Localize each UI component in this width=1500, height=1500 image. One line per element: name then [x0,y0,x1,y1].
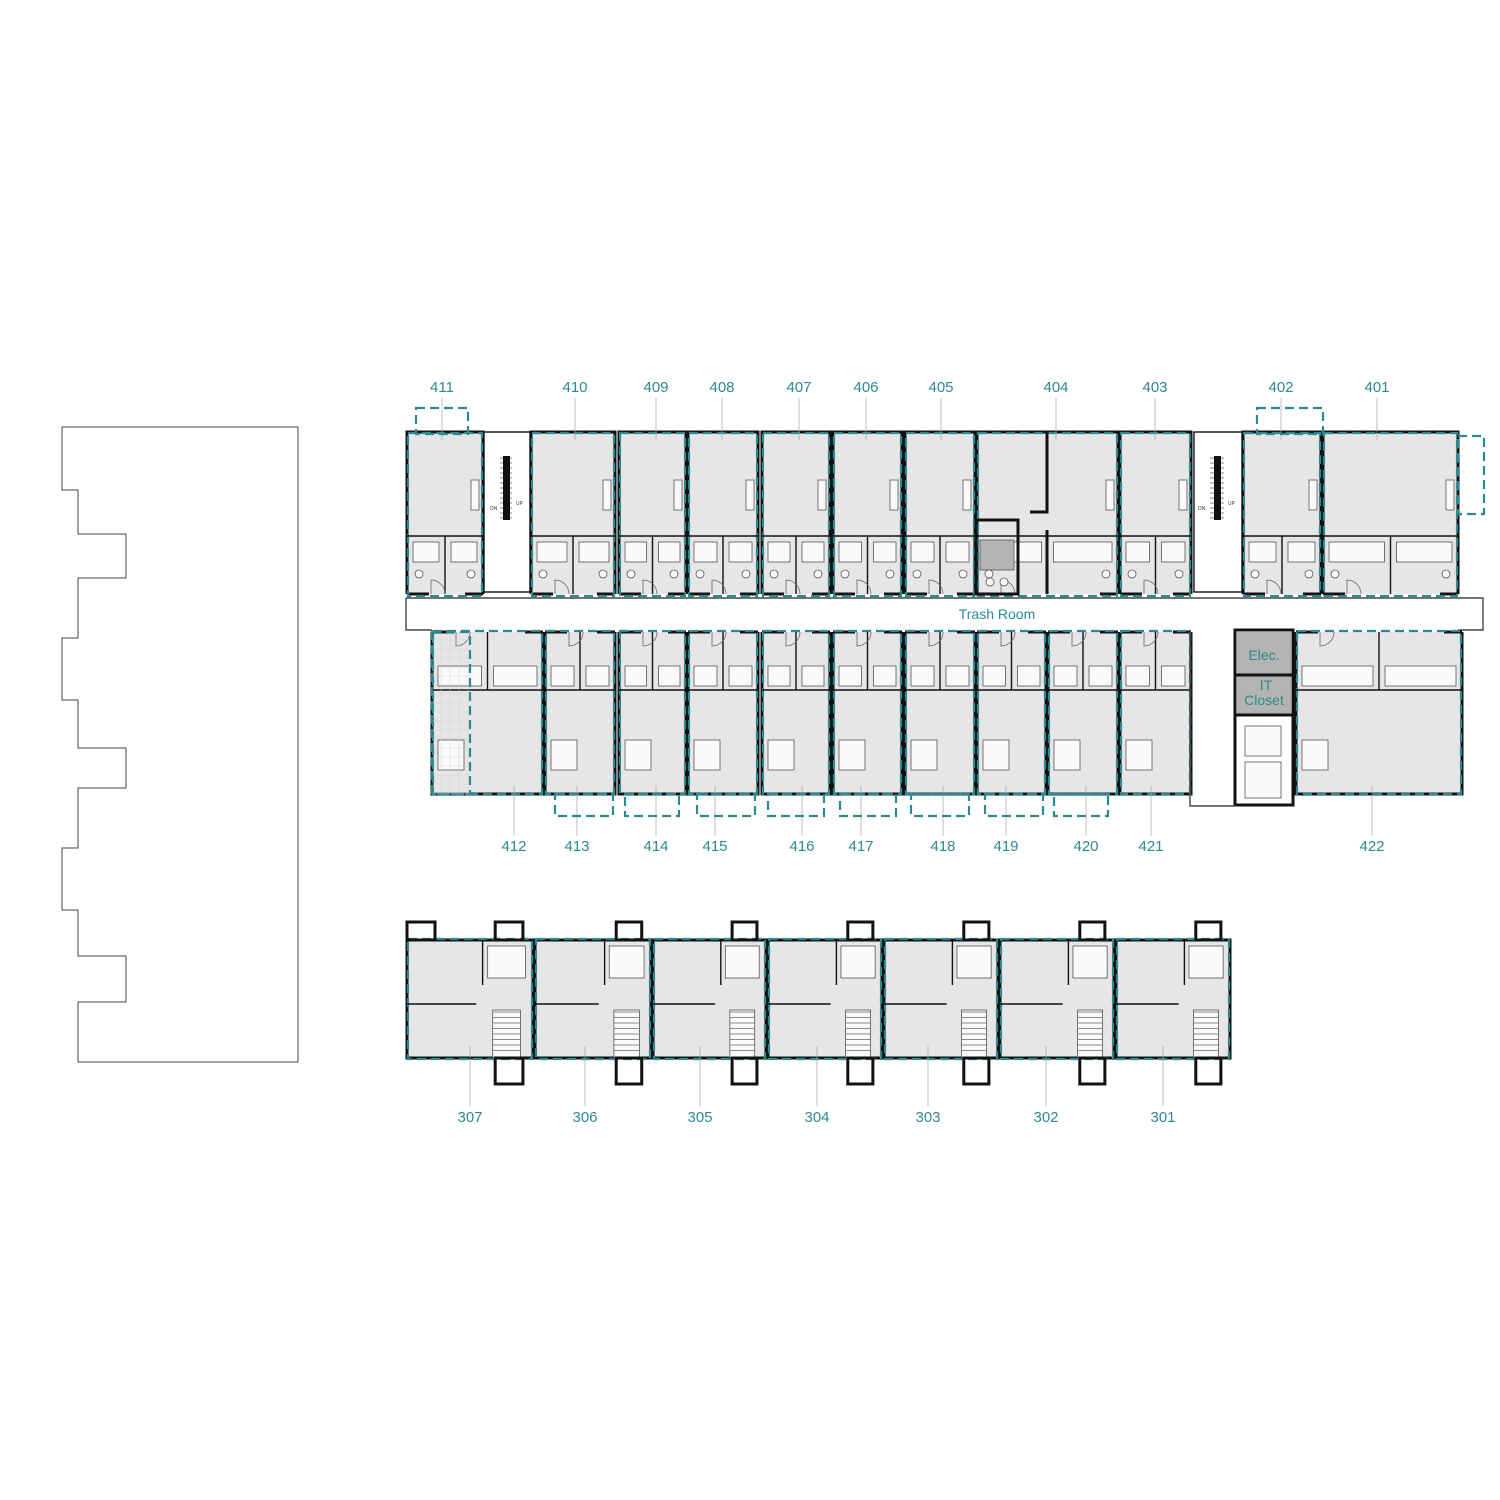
stair-dn-label: DN [490,506,498,512]
bottom-unit-row: 307 306 305 304 303 302 301 [405,920,1232,1126]
unit-416 [760,629,832,796]
unit-407 [760,430,832,598]
top-unit-403-label: 403 [1142,379,1167,396]
middle-unit-row: 412 413 414 415 416 417 418 419 420 421 422 [430,629,1464,855]
unit-418 [903,629,977,796]
balcony-mid-7 [1052,792,1110,818]
balcony-mid-3 [766,792,826,818]
patio-grid-412 [430,630,472,796]
elec-room-label: Elec. [1248,647,1279,663]
mid-unit-413-label: 413 [564,838,589,855]
unit-405 [903,430,977,598]
mid-unit-412-label: 412 [501,838,526,855]
balcony-top-2 [1456,434,1486,516]
top-unit-402-label: 402 [1268,379,1293,396]
unit-419 [975,629,1048,796]
trash-room-label: Trash Room [959,606,1036,622]
top-unit-406-label: 406 [853,379,878,396]
top-unit-408-label: 408 [709,379,734,396]
unit-304 [766,920,884,1086]
unit-417 [831,629,904,796]
unit-411 [405,430,485,598]
mid-unit-416-label: 416 [789,838,814,855]
unit-301 [1114,920,1232,1086]
mid-unit-420-label: 420 [1073,838,1098,855]
unit-410 [529,430,617,598]
unit-401 [1321,430,1460,598]
unit-409 [617,430,688,598]
unit-406 [831,430,904,598]
unit-408 [686,430,760,598]
balcony-top-0 [414,406,470,436]
top-unit-409-label: 409 [643,379,668,396]
stair-east: DN UP [1193,431,1243,593]
balcony-mid-0 [553,792,615,818]
bottom-unit-303-label: 303 [915,1109,940,1126]
top-unit-401-label: 401 [1364,379,1389,396]
bottom-unit-305-label: 305 [687,1109,712,1126]
unit-421 [1118,629,1193,796]
balcony-mid-6 [983,792,1045,818]
balcony-mid-5 [909,792,971,818]
mid-unit-417-label: 417 [848,838,873,855]
balcony-top-1 [1255,406,1325,436]
bottom-unit-301-label: 301 [1150,1109,1175,1126]
bottom-unit-304-label: 304 [804,1109,829,1126]
bottom-endcap [405,920,437,942]
unit-413 [543,629,617,796]
stair-west: DN UP [483,431,531,593]
bottom-unit-307-label: 307 [457,1109,482,1126]
corridor [405,597,1484,631]
mid-unit-421-label: 421 [1138,838,1163,855]
unit-305 [651,920,768,1086]
unit-303 [882,920,1000,1086]
trash-room: Trash Room [959,518,1036,622]
unit-403 [1118,430,1193,598]
adjacent-building-outline [61,426,299,1063]
mid-unit-418-label: 418 [930,838,955,855]
mid-unit-422-label: 422 [1359,838,1384,855]
stair-up-label-east: UP [1228,501,1236,507]
stair-dn-label-east: DN [1198,506,1206,512]
mid-unit-419-label: 419 [993,838,1018,855]
balcony-mid-4 [838,792,898,818]
top-unit-411-label: 411 [430,379,454,396]
unit-420 [1046,629,1120,796]
unit-306 [533,920,653,1086]
unit-414 [617,629,688,796]
unit-307 [405,920,535,1086]
bottom-unit-306-label: 306 [572,1109,597,1126]
top-unit-407-label: 407 [786,379,811,396]
unit-402 [1241,430,1323,598]
mid-unit-415-label: 415 [702,838,727,855]
unit-302 [998,920,1116,1086]
unit-412 [430,629,545,796]
stair-up-label: UP [516,501,524,507]
mid-unit-414-label: 414 [643,838,668,855]
it-closet-label-2: Closet [1244,692,1284,708]
service-core: Elec. IT Closet [1189,628,1295,807]
top-unit-405-label: 405 [928,379,953,396]
top-unit-404-label: 404 [1043,379,1068,396]
balcony-mid-2 [695,792,757,818]
top-unit-410-label: 410 [562,379,587,396]
bottom-unit-302-label: 302 [1033,1109,1058,1126]
top-unit-row: 411 410 409 408 407 406 405 404 403 402 401 [405,379,1486,598]
unit-422 [1294,629,1464,796]
balcony-mid-1 [623,792,681,818]
unit-415 [686,629,760,796]
it-closet-label-1: IT [1260,677,1273,693]
